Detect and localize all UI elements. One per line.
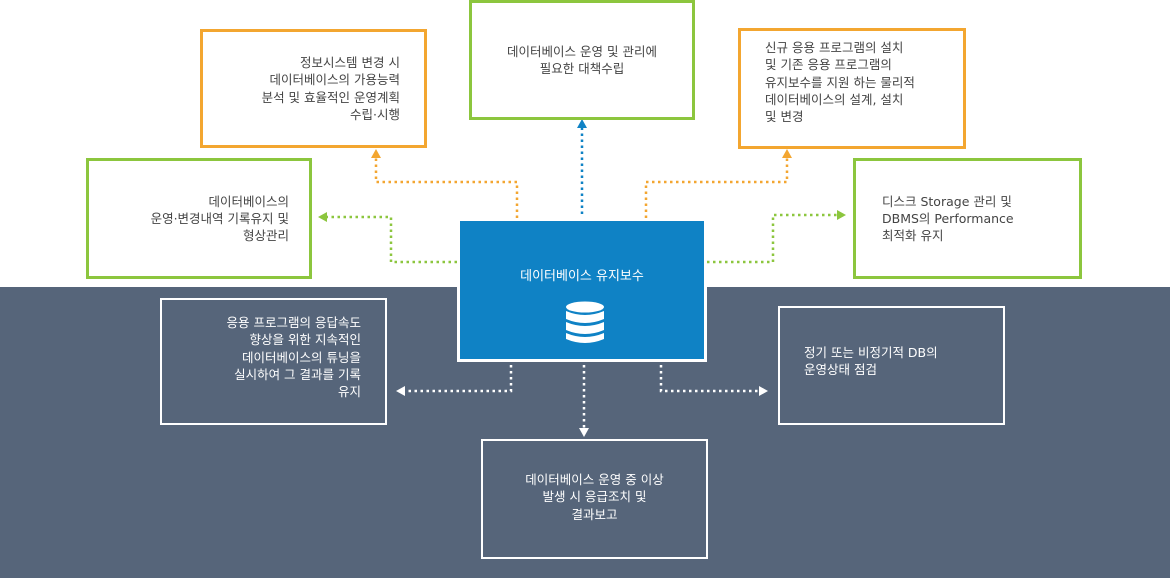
- node-bottom-center: 데이터베이스 운영 중 이상 발생 시 응급조치 및 결과보고: [481, 439, 708, 559]
- node-bottom-right-text: 정기 또는 비정기적 DB의 운영상태 점검: [804, 345, 938, 378]
- connector-top-right: [644, 158, 789, 218]
- node-center-label: 데이터베이스 유지보수: [520, 269, 644, 284]
- arrowhead-top-center: [577, 119, 587, 128]
- node-top-left-text: 정보시스템 변경 시 데이터베이스의 가용능력 분석 및 효율적인 운영계획 수…: [261, 55, 400, 122]
- node-top-center-text: 데이터베이스 운영 및 관리에 필요한 대책수립: [507, 44, 657, 77]
- node-top-left: 정보시스템 변경 시 데이터베이스의 가용능력 분석 및 효율적인 운영계획 수…: [200, 29, 427, 148]
- node-bottom-left-text: 응용 프로그램의 응답속도 향상을 위한 지속적인 데이터베이스의 튜닝을 실시…: [226, 315, 361, 399]
- arrowheads: [318, 119, 846, 437]
- arrowhead-top-left: [371, 149, 381, 158]
- connector-mid-left: [326, 215, 457, 264]
- node-center: 데이터베이스 유지보수: [457, 218, 707, 362]
- node-mid-right-text: 디스크 Storage 관리 및 DBMS의 Performance 최적화 유…: [882, 193, 1014, 244]
- node-bottom-left: 응용 프로그램의 응답속도 향상을 위한 지속적인 데이터베이스의 튜닝을 실시…: [160, 298, 387, 425]
- connector-top-left: [374, 158, 519, 218]
- connector-bottom-right: [659, 365, 758, 393]
- arrowhead-bottom-left: [396, 386, 405, 396]
- node-top-right-text: 신규 응용 프로그램의 설치 및 기존 응용 프로그램의 유지보수를 지원 하는…: [765, 40, 915, 124]
- node-bottom-right: 정기 또는 비정기적 DB의 운영상태 점검: [778, 306, 1005, 425]
- connector-mid-right: [707, 213, 837, 264]
- arrowhead-mid-left: [318, 212, 327, 222]
- arrowhead-mid-right: [837, 210, 846, 220]
- connector-bottom-left: [404, 365, 513, 393]
- node-mid-left-text: 데이터베이스의 운영·변경내역 기록유지 및 형상관리: [150, 193, 289, 244]
- arrowhead-bottom-center: [579, 428, 589, 437]
- node-top-center: 데이터베이스 운영 및 관리에 필요한 대책수립: [469, 0, 695, 120]
- node-top-right: 신규 응용 프로그램의 설치 및 기존 응용 프로그램의 유지보수를 지원 하는…: [738, 28, 966, 149]
- node-mid-left: 데이터베이스의 운영·변경내역 기록유지 및 형상관리: [86, 158, 312, 279]
- arrowhead-top-right: [782, 149, 792, 158]
- node-bottom-center-text: 데이터베이스 운영 중 이상 발생 시 응급조치 및 결과보고: [525, 472, 664, 522]
- node-mid-right: 디스크 Storage 관리 및 DBMS의 Performance 최적화 유…: [853, 158, 1082, 279]
- arrowhead-bottom-right: [759, 386, 768, 396]
- database-icon: [566, 301, 604, 343]
